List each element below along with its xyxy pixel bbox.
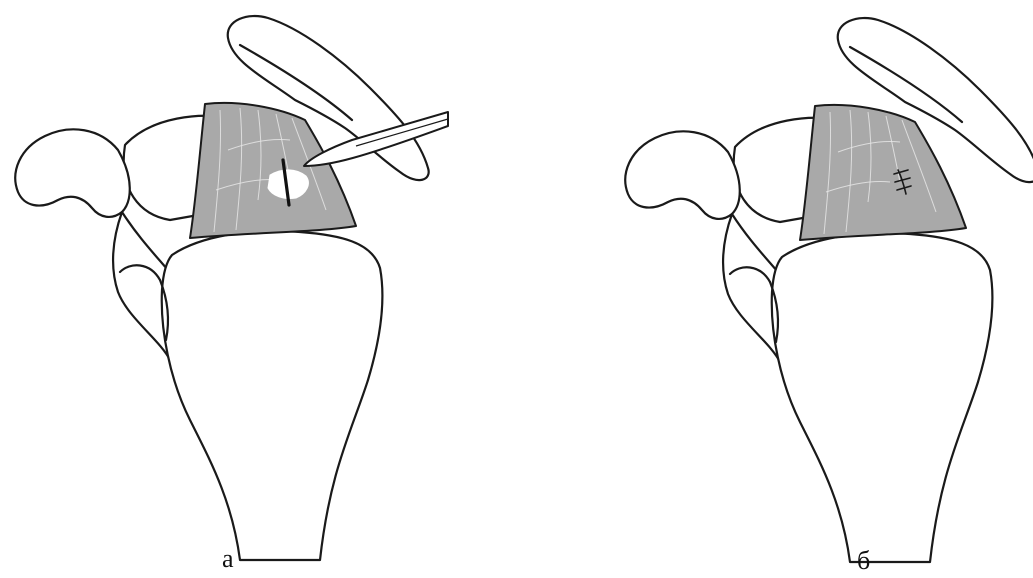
panel-label-a: а bbox=[222, 546, 234, 572]
panel-b-illustration bbox=[625, 18, 1033, 562]
panel-a-illustration bbox=[15, 16, 448, 560]
panel-label-b: б bbox=[857, 548, 870, 574]
